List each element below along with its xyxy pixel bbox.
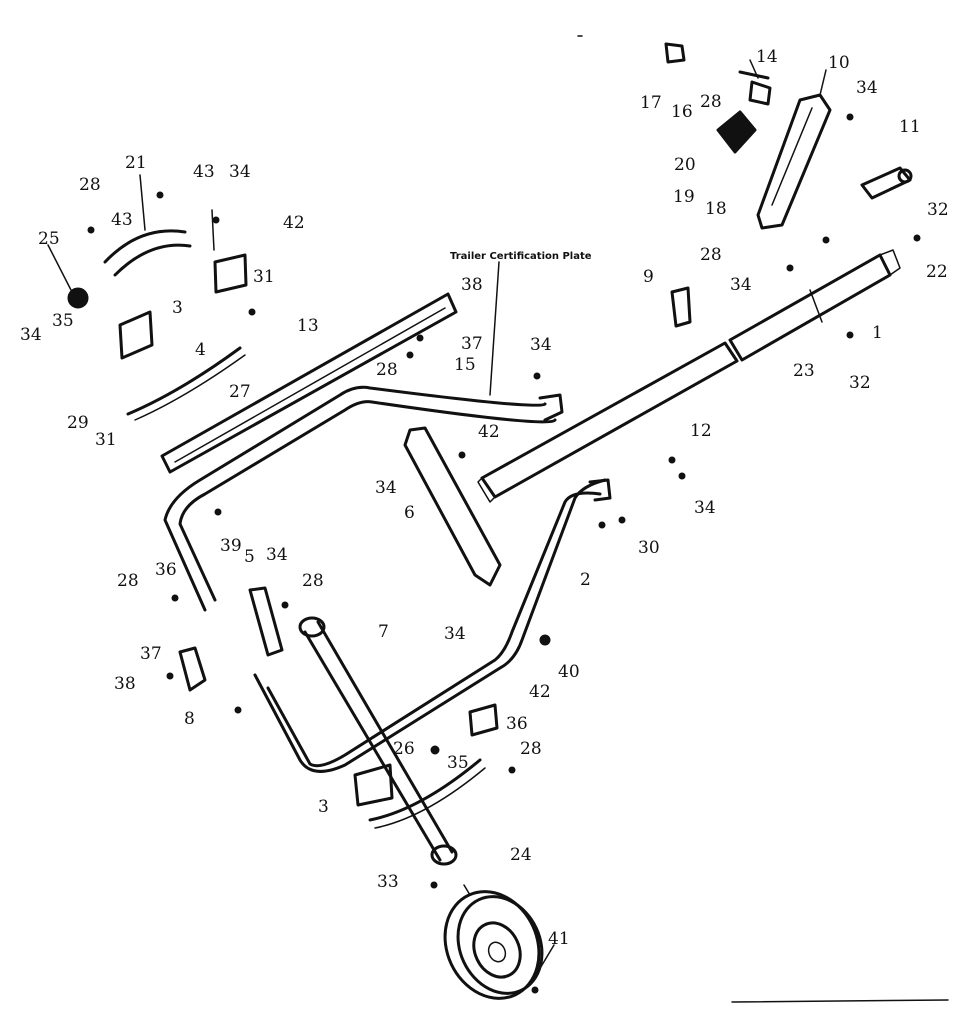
callout-34: 34 <box>856 78 878 98</box>
callout-15: 15 <box>454 355 476 375</box>
callout-42: 42 <box>283 213 305 233</box>
callout-7: 7 <box>378 622 389 642</box>
callout-3: 3 <box>318 797 329 817</box>
callout-1: 1 <box>872 323 883 343</box>
callout-33: 33 <box>377 872 399 892</box>
callout-3: 3 <box>172 298 183 318</box>
callout-8: 8 <box>184 709 195 729</box>
callout-28: 28 <box>376 360 398 380</box>
callout-41: 41 <box>548 929 570 949</box>
callout-38: 38 <box>461 275 483 295</box>
callout-28: 28 <box>302 571 324 591</box>
spring-lower <box>368 758 486 829</box>
callout-31: 31 <box>95 430 117 450</box>
callout-38: 38 <box>114 674 136 694</box>
callout-36: 36 <box>155 560 177 580</box>
callout-25: 25 <box>38 229 60 249</box>
callout-17: 17 <box>640 93 662 113</box>
callout-28: 28 <box>79 175 101 195</box>
main-frame <box>163 385 612 773</box>
leader-lines <box>47 59 827 986</box>
callout-43: 43 <box>193 162 215 182</box>
spring-hanger-8 <box>178 646 207 692</box>
side-rail-13 <box>160 292 458 474</box>
callout-12: 12 <box>690 421 712 441</box>
callout-28: 28 <box>117 571 139 591</box>
wheel-24 <box>443 890 544 1000</box>
callout-21: 21 <box>125 153 147 173</box>
callout-35: 35 <box>52 311 74 331</box>
callout-9: 9 <box>643 267 654 287</box>
bracket-3-top <box>118 310 154 360</box>
callout-16: 16 <box>671 102 693 122</box>
callout-37: 37 <box>140 644 162 664</box>
callout-37: 37 <box>461 334 483 354</box>
winch-strap-14 <box>738 70 772 106</box>
hanger-5 <box>248 586 284 657</box>
jack-9 <box>670 286 692 328</box>
callout-19: 19 <box>673 187 695 207</box>
callout-18: 18 <box>705 199 727 219</box>
hub-25 <box>67 287 89 309</box>
bracket-3-bottom <box>353 763 394 807</box>
callout-42: 42 <box>529 682 551 702</box>
callout-34: 34 <box>730 275 752 295</box>
callout-4: 4 <box>195 340 206 360</box>
callout-10: 10 <box>828 53 850 73</box>
tongue-tube <box>477 249 901 503</box>
callout-24: 24 <box>510 845 532 865</box>
callout-2: 2 <box>580 570 591 590</box>
callout-34: 34 <box>266 545 288 565</box>
callout-22: 22 <box>926 262 948 282</box>
winch-handle-17 <box>664 42 686 64</box>
cross-member-6 <box>403 426 502 587</box>
callout-27: 27 <box>229 382 251 402</box>
callout-32: 32 <box>927 200 949 220</box>
spring-4 <box>126 346 246 421</box>
hardware <box>87 113 921 994</box>
callout-34: 34 <box>375 478 397 498</box>
callout-35: 35 <box>447 753 469 773</box>
callout-14: 14 <box>756 47 778 67</box>
callout-28: 28 <box>700 92 722 112</box>
callout-labels: 1233456789101112131415161718192021222324… <box>20 47 949 949</box>
callout-6: 6 <box>404 503 415 523</box>
callout-30: 30 <box>638 538 660 558</box>
callout-34: 34 <box>444 624 466 644</box>
callout-40: 40 <box>558 662 580 682</box>
callout-11: 11 <box>899 117 921 137</box>
winch-post-10 <box>756 93 832 230</box>
callout-39: 39 <box>220 536 242 556</box>
callout-34: 34 <box>694 498 716 518</box>
winch-16-20 <box>716 110 757 154</box>
callout-20: 20 <box>674 155 696 175</box>
callout-13: 13 <box>297 316 319 336</box>
footer-rule <box>731 999 949 1003</box>
fender-bracket-21 <box>103 229 192 277</box>
callout-31: 31 <box>253 267 275 287</box>
callout-28: 28 <box>520 739 542 759</box>
bracket-36-bottom <box>468 703 499 737</box>
bracket-31-top <box>213 253 248 294</box>
callout-34: 34 <box>530 335 552 355</box>
callout-5: 5 <box>244 547 255 567</box>
callout-34: 34 <box>229 162 251 182</box>
callout-28: 28 <box>700 245 722 265</box>
plate-title: Trailer Certification Plate <box>450 251 592 262</box>
axle-7 <box>298 616 458 866</box>
callout-32: 32 <box>849 373 871 393</box>
callout-43: 43 <box>111 210 133 230</box>
callout-26: 26 <box>393 739 415 759</box>
callout-29: 29 <box>67 413 89 433</box>
callout-36: 36 <box>506 714 528 734</box>
callout-23: 23 <box>793 361 815 381</box>
coupler-11 <box>860 166 913 200</box>
callout-34: 34 <box>20 325 42 345</box>
callout-42: 42 <box>478 422 500 442</box>
